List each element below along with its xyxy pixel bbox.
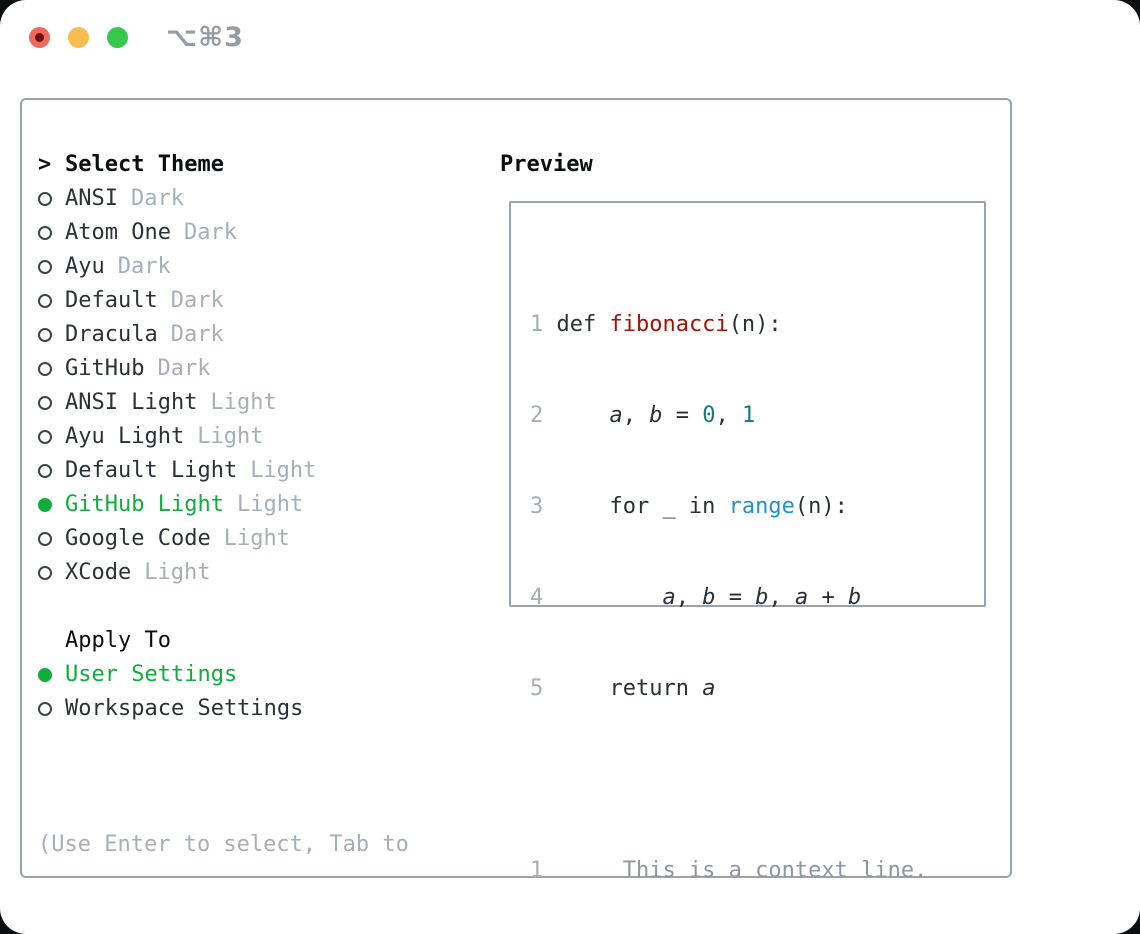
- preview-title: Preview: [500, 152, 593, 177]
- theme-item-variant: Dark: [170, 322, 224, 347]
- theme-item-variant: Dark: [183, 220, 237, 245]
- zoom-button[interactable]: [107, 27, 128, 48]
- radio-unselected-icon: [38, 216, 53, 250]
- theme-item-github-dark[interactable]: GitHub Dark: [38, 352, 316, 386]
- radio-unselected-icon: [38, 284, 53, 318]
- theme-item-variant: Light: [210, 390, 277, 415]
- code-line-4: 4 a, b = b, a + b: [530, 581, 927, 615]
- apply-option-workspace-settings[interactable]: Workspace Settings: [38, 692, 303, 726]
- apply-to-section: Apply To User Settings Workspace Setting…: [38, 624, 303, 726]
- theme-item-label: XCode: [65, 560, 132, 585]
- apply-option-label: Workspace Settings: [65, 696, 304, 721]
- theme-list-header: > Select Theme: [38, 148, 316, 182]
- theme-item-label: Default Light: [65, 458, 238, 483]
- radio-unselected-icon: [38, 352, 53, 386]
- theme-item-variant: Dark: [157, 356, 211, 381]
- minimize-button[interactable]: [68, 27, 89, 48]
- theme-item-label: GitHub Light: [65, 492, 224, 517]
- theme-item-github-light-selected[interactable]: GitHub Light Light: [38, 488, 316, 522]
- theme-item-default-light[interactable]: Default Light Light: [38, 454, 316, 488]
- theme-item-label: Ayu: [65, 254, 105, 279]
- theme-item-ayu-light[interactable]: Ayu Light Light: [38, 420, 316, 454]
- theme-item-label: ANSI: [65, 186, 118, 211]
- radio-unselected-icon: [38, 454, 53, 488]
- line-number: 4: [530, 585, 544, 610]
- close-button[interactable]: [29, 27, 50, 48]
- apply-option-label: User Settings: [65, 662, 238, 687]
- theme-item-variant: Light: [144, 560, 211, 585]
- apply-to-title: Apply To: [65, 628, 171, 653]
- radio-selected-icon: [38, 488, 53, 522]
- prompt-icon: >: [38, 152, 52, 177]
- theme-item-variant: Dark: [170, 288, 224, 313]
- radio-selected-icon: [38, 658, 53, 692]
- theme-item-label: Dracula: [65, 322, 158, 347]
- code-line-2: 2 a, b = 0, 1: [530, 399, 927, 433]
- theme-item-ayu-dark[interactable]: Ayu Dark: [38, 250, 316, 284]
- theme-item-variant: Light: [236, 492, 304, 517]
- code-line-3: 3 for _ in range(n):: [530, 490, 927, 524]
- radio-unselected-icon: [38, 318, 53, 352]
- diff-context-line: 1 This is a context line.: [530, 854, 927, 888]
- theme-item-label: Ayu Light: [65, 424, 185, 449]
- theme-picker-panel: > Select Theme ANSI Dark Atom One Dark A…: [20, 98, 1012, 883]
- line-number: 3: [530, 494, 544, 519]
- theme-item-label: Default: [65, 288, 158, 313]
- theme-item-label: Atom One: [65, 220, 171, 245]
- keyboard-hint: (Use Enter to select, Tab to change focu…: [38, 760, 409, 934]
- theme-list: > Select Theme ANSI Dark Atom One Dark A…: [38, 148, 316, 590]
- theme-item-default-dark[interactable]: Default Dark: [38, 284, 316, 318]
- line-number: 2: [530, 403, 544, 428]
- window-title-shortcut: ⌥⌘3: [166, 22, 244, 53]
- close-dot-icon: [35, 33, 44, 42]
- titlebar: ⌥⌘3: [0, 0, 1140, 97]
- theme-item-xcode-light[interactable]: XCode Light: [38, 556, 316, 590]
- theme-list-title: Select Theme: [65, 152, 224, 177]
- radio-unselected-icon: [38, 522, 53, 556]
- theme-item-ansi-dark[interactable]: ANSI Dark: [38, 182, 316, 216]
- theme-item-google-code-light[interactable]: Google Code Light: [38, 522, 316, 556]
- radio-unselected-icon: [38, 420, 53, 454]
- radio-unselected-icon: [38, 692, 53, 726]
- spacer: [38, 624, 53, 658]
- line-number: 5: [530, 676, 544, 701]
- code-line-5: 5 return a: [530, 672, 927, 706]
- blank-line: [530, 763, 927, 797]
- apply-to-header: Apply To: [38, 624, 303, 658]
- theme-item-variant: Light: [223, 526, 290, 551]
- theme-item-variant: Dark: [130, 186, 184, 211]
- theme-item-dracula-dark[interactable]: Dracula Dark: [38, 318, 316, 352]
- line-number: 1: [530, 312, 544, 337]
- apply-option-user-settings[interactable]: User Settings: [38, 658, 303, 692]
- radio-unselected-icon: [38, 250, 53, 284]
- theme-item-label: GitHub: [65, 356, 145, 381]
- theme-item-label: Google Code: [65, 526, 211, 551]
- theme-item-ansi-light[interactable]: ANSI Light Light: [38, 386, 316, 420]
- radio-unselected-icon: [38, 182, 53, 216]
- line-number: 1: [530, 858, 544, 883]
- radio-unselected-icon: [38, 556, 53, 590]
- keyboard-hint-line1: (Use Enter to select, Tab to: [38, 832, 409, 857]
- theme-item-variant: Dark: [117, 254, 171, 279]
- keyboard-hint-line2: change focus): [38, 930, 409, 934]
- radio-unselected-icon: [38, 386, 53, 420]
- theme-item-variant: Light: [250, 458, 317, 483]
- theme-item-variant: Light: [197, 424, 264, 449]
- theme-item-label: ANSI Light: [65, 390, 198, 415]
- theme-item-atom-one-dark[interactable]: Atom One Dark: [38, 216, 316, 250]
